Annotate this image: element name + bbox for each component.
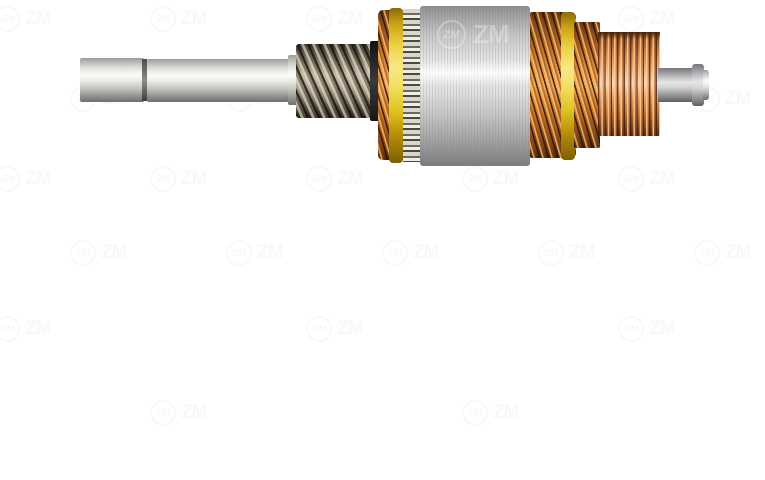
shaft-groove [142, 59, 147, 101]
gear-spacer [370, 41, 380, 121]
winding-taper [574, 22, 600, 148]
product-photo: ZM ZM [80, 6, 709, 166]
yellow-retaining-band-drive-side [389, 8, 403, 163]
yellow-retaining-band-comm-side [561, 12, 575, 160]
commutator [598, 32, 660, 136]
helical-drive-gear [296, 44, 372, 118]
drive-end-shaft [147, 59, 290, 102]
commutator-end-tip [703, 70, 709, 100]
commutator-end-bearing-journal [692, 64, 704, 106]
technical-drawing: A F D E C B [0, 240, 765, 480]
laminated-core [420, 6, 530, 166]
core-highlight [420, 60, 530, 86]
winding-end-turns [403, 9, 421, 162]
drawing-canvas: A F D E C B [0, 240, 765, 480]
drive-end-shaft-tip [80, 58, 144, 102]
commutator-end-shaft [658, 68, 694, 102]
commutator-rim [598, 32, 660, 39]
